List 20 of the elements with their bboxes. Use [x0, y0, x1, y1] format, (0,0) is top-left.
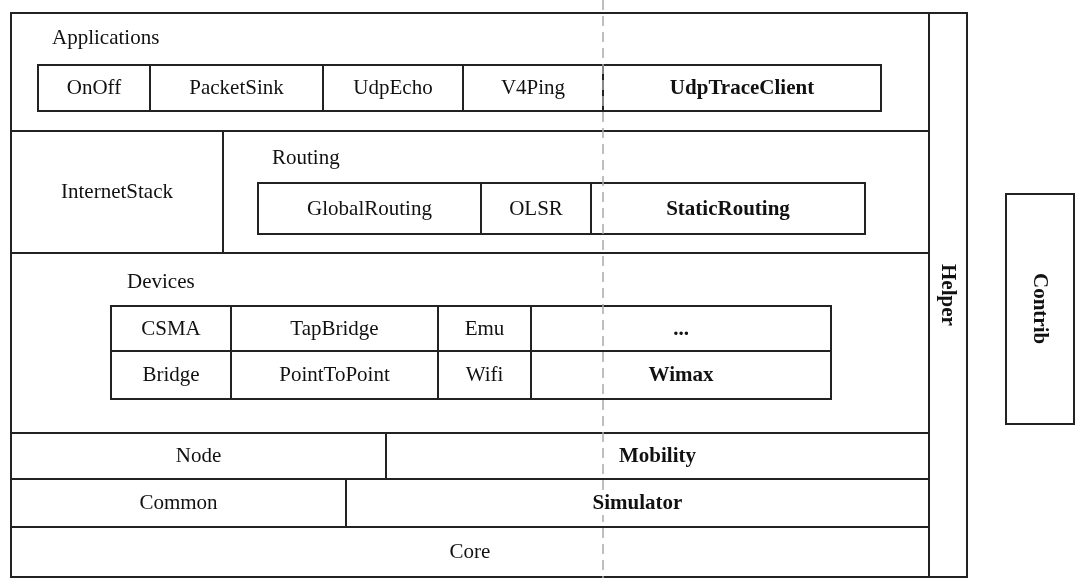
- module-box: [602, 64, 882, 112]
- module-box: [10, 526, 930, 578]
- module-box: [322, 64, 464, 112]
- module-box: [110, 305, 232, 352]
- module-label: Mobility: [617, 444, 698, 468]
- module-box: [1005, 193, 1075, 425]
- module-box: [462, 64, 604, 112]
- module-box: [480, 182, 592, 235]
- module-label: Simulator: [590, 491, 685, 515]
- module-box: [110, 350, 232, 400]
- module-box: [530, 350, 832, 400]
- module-box: [530, 305, 832, 352]
- module-box: [590, 182, 866, 235]
- module-box: [928, 12, 968, 578]
- module-box: [37, 64, 151, 112]
- module-group: [10, 12, 930, 132]
- module-label: UdpTraceClient: [667, 76, 817, 100]
- module-box: [149, 64, 324, 112]
- module-label: Helper: [936, 262, 960, 328]
- module-box: [257, 182, 482, 235]
